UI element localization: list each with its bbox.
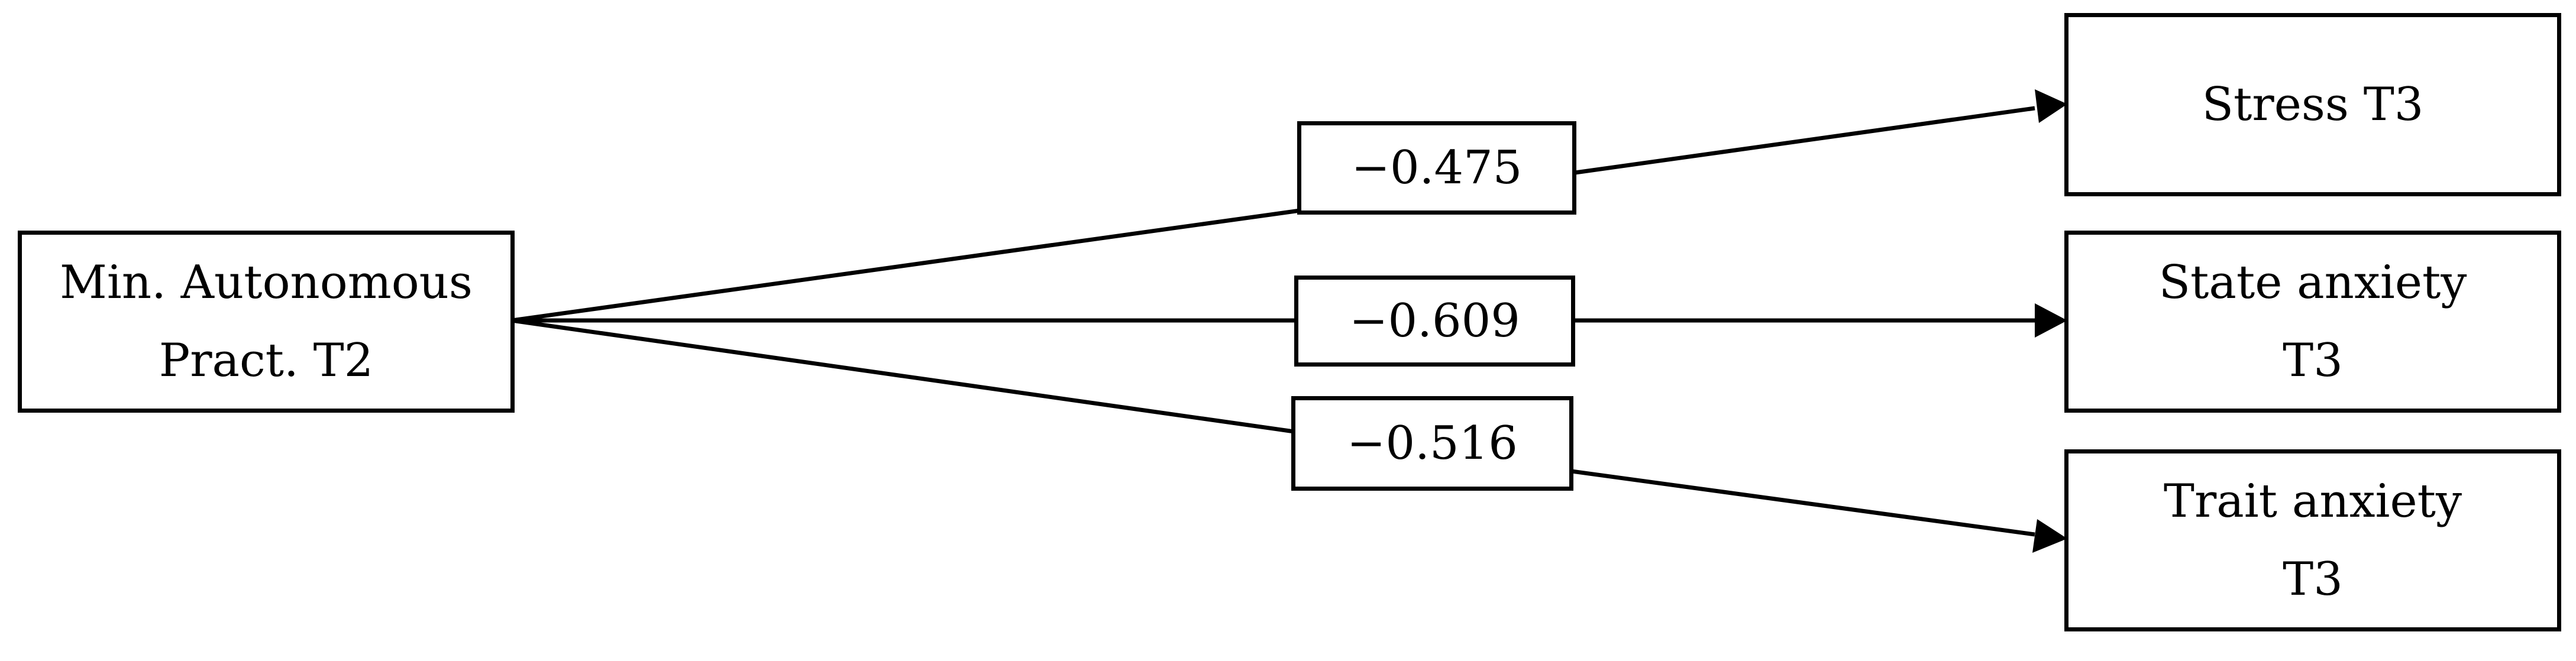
arrowhead-trait <box>2032 519 2067 553</box>
path-stress-segment-in <box>511 208 1301 323</box>
arrowhead-state <box>2035 303 2067 338</box>
coefficient-trait-anxiety: −0.516 <box>1291 396 1573 491</box>
outcome-trait-label-line2: T3 <box>2283 553 2343 606</box>
outcome-state-label-line2: T3 <box>2283 334 2343 387</box>
arrowhead-stress <box>2035 89 2067 123</box>
path-trait-segment-in <box>511 318 1295 434</box>
path-trait-arrow <box>1571 469 2035 537</box>
outcome-trait-label-line1: Trait anxiety <box>2163 475 2462 528</box>
predictor-label-line2: Pract. T2 <box>159 334 374 387</box>
coefficient-stress: −0.475 <box>1297 121 1576 215</box>
predictor-box: Min. Autonomous Pract. T2 <box>18 231 515 413</box>
outcome-state-label-line1: State anxiety <box>2158 256 2467 309</box>
outcome-box-state-anxiety: State anxiety T3 <box>2064 231 2561 413</box>
outcome-box-trait-anxiety: Trait anxiety T3 <box>2064 449 2561 631</box>
coefficient-state-anxiety: −0.609 <box>1294 276 1575 367</box>
outcome-stress-label-line1: Stress T3 <box>2202 78 2424 131</box>
predictor-label-line1: Min. Autonomous <box>60 256 473 309</box>
outcome-box-stress: Stress T3 <box>2064 13 2561 196</box>
path-stress-arrow <box>1575 106 2035 175</box>
